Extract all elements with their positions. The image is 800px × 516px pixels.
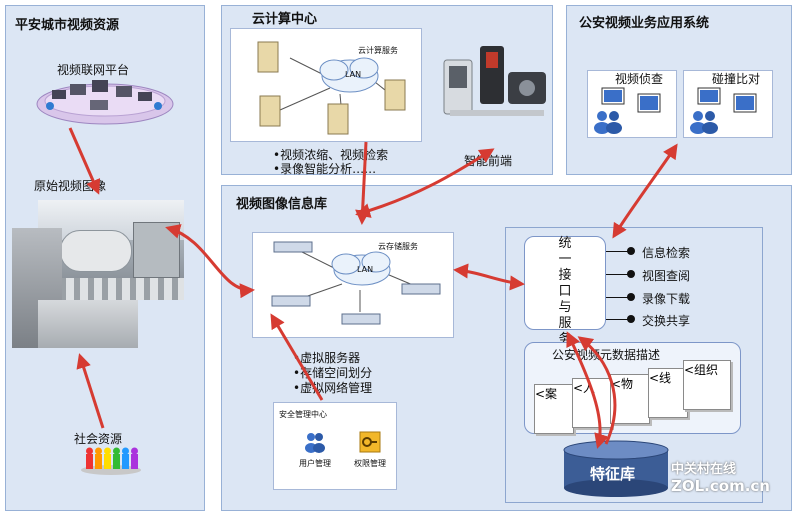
panel-title-cloud-center: 云计算中心 [252, 12, 318, 27]
social-resources-people-icon [81, 447, 141, 475]
users-icon [305, 433, 325, 453]
label-cloud-compute-lan: LAN [345, 70, 362, 79]
bullet-view-browse [627, 270, 635, 278]
label-video-network-platform: 视频联网平台 [57, 63, 130, 77]
arrow-interface-to-feature-db [566, 331, 609, 449]
collision-comparison-workstation-icon [690, 87, 757, 134]
key-permission-icon [359, 431, 381, 453]
label-doc-organization: <组织 [684, 363, 719, 377]
video-network-platform-icon [36, 80, 174, 125]
label-doc-object: <物 [611, 377, 634, 391]
label-exchange-share: 交换共享 [642, 314, 691, 328]
arrow-feature-db-to-interface [577, 336, 617, 445]
arrow-social-to-raw-video [76, 353, 105, 429]
label-video-investigation: 视频侦查 [615, 72, 664, 86]
label-cloud-storage-lan: LAN [357, 265, 374, 274]
label-record-download: 录像下载 [642, 292, 691, 306]
cloud-compute-network [257, 41, 406, 135]
label-cloud-storage-service: 云存储服务 [378, 242, 418, 251]
label-cloud-compute-service: 云计算服务 [358, 46, 398, 55]
panel-title-image-database: 视频图像信息库 [236, 197, 328, 212]
raw-video-photo-bottom [38, 300, 138, 348]
watermark-en: ZOL.com.cn [671, 477, 770, 495]
cloud-storage-network [271, 241, 441, 325]
watermark-cn: 中关村在线 [671, 462, 737, 477]
arrow-platform-to-raw-video [68, 127, 101, 195]
arrow-storage-to-front-end [355, 148, 495, 218]
permission-management-item: 权限管理 [347, 430, 393, 469]
label-user-management: 用户管理 [299, 459, 331, 468]
label-view-browse: 视图查阅 [642, 269, 691, 283]
bullet-exchange-share [627, 315, 635, 323]
raw-video-photo [38, 200, 184, 300]
doc-clue: <线 [648, 368, 688, 418]
panel-title-city-video: 平安城市视频资源 [15, 18, 120, 33]
arrow-raw-video-to-storage [165, 224, 255, 299]
label-doc-case: <案 [535, 387, 558, 401]
label-db-bullet-2: •存储空间划分 [293, 366, 373, 380]
panel-title-police-apps: 公安视频业务应用系统 [579, 16, 710, 31]
unified-interface-service-box [524, 236, 606, 330]
label-security-center: 安全管理中心 [279, 410, 327, 419]
label-permission-management: 权限管理 [354, 459, 386, 468]
label-db-bullet-1: •虚拟服务器 [293, 351, 361, 365]
video-investigation-workstation-icon [594, 87, 661, 134]
label-social-resources: 社会资源 [74, 432, 123, 446]
arrow-bullets-to-security [270, 313, 324, 401]
label-feature-database: 特征库 [590, 465, 636, 483]
arrow-compute-to-storage [355, 141, 371, 225]
bullet-record-download [627, 293, 635, 301]
smart-front-end-devices-icon [443, 46, 546, 116]
label-doc-clue: <线 [649, 371, 672, 385]
arrow-storage-to-interface [453, 263, 525, 291]
label-info-search: 信息检索 [642, 246, 691, 260]
arrow-interface-to-police [612, 143, 678, 239]
doc-organization: <组织 [683, 360, 731, 410]
label-cloud-bullet-2: •录像智能分析…… [273, 162, 377, 176]
bullet-info-search [627, 247, 635, 255]
label-collision-comparison: 碰撞比对 [712, 72, 761, 86]
user-management-item: 用户管理 [292, 430, 338, 469]
